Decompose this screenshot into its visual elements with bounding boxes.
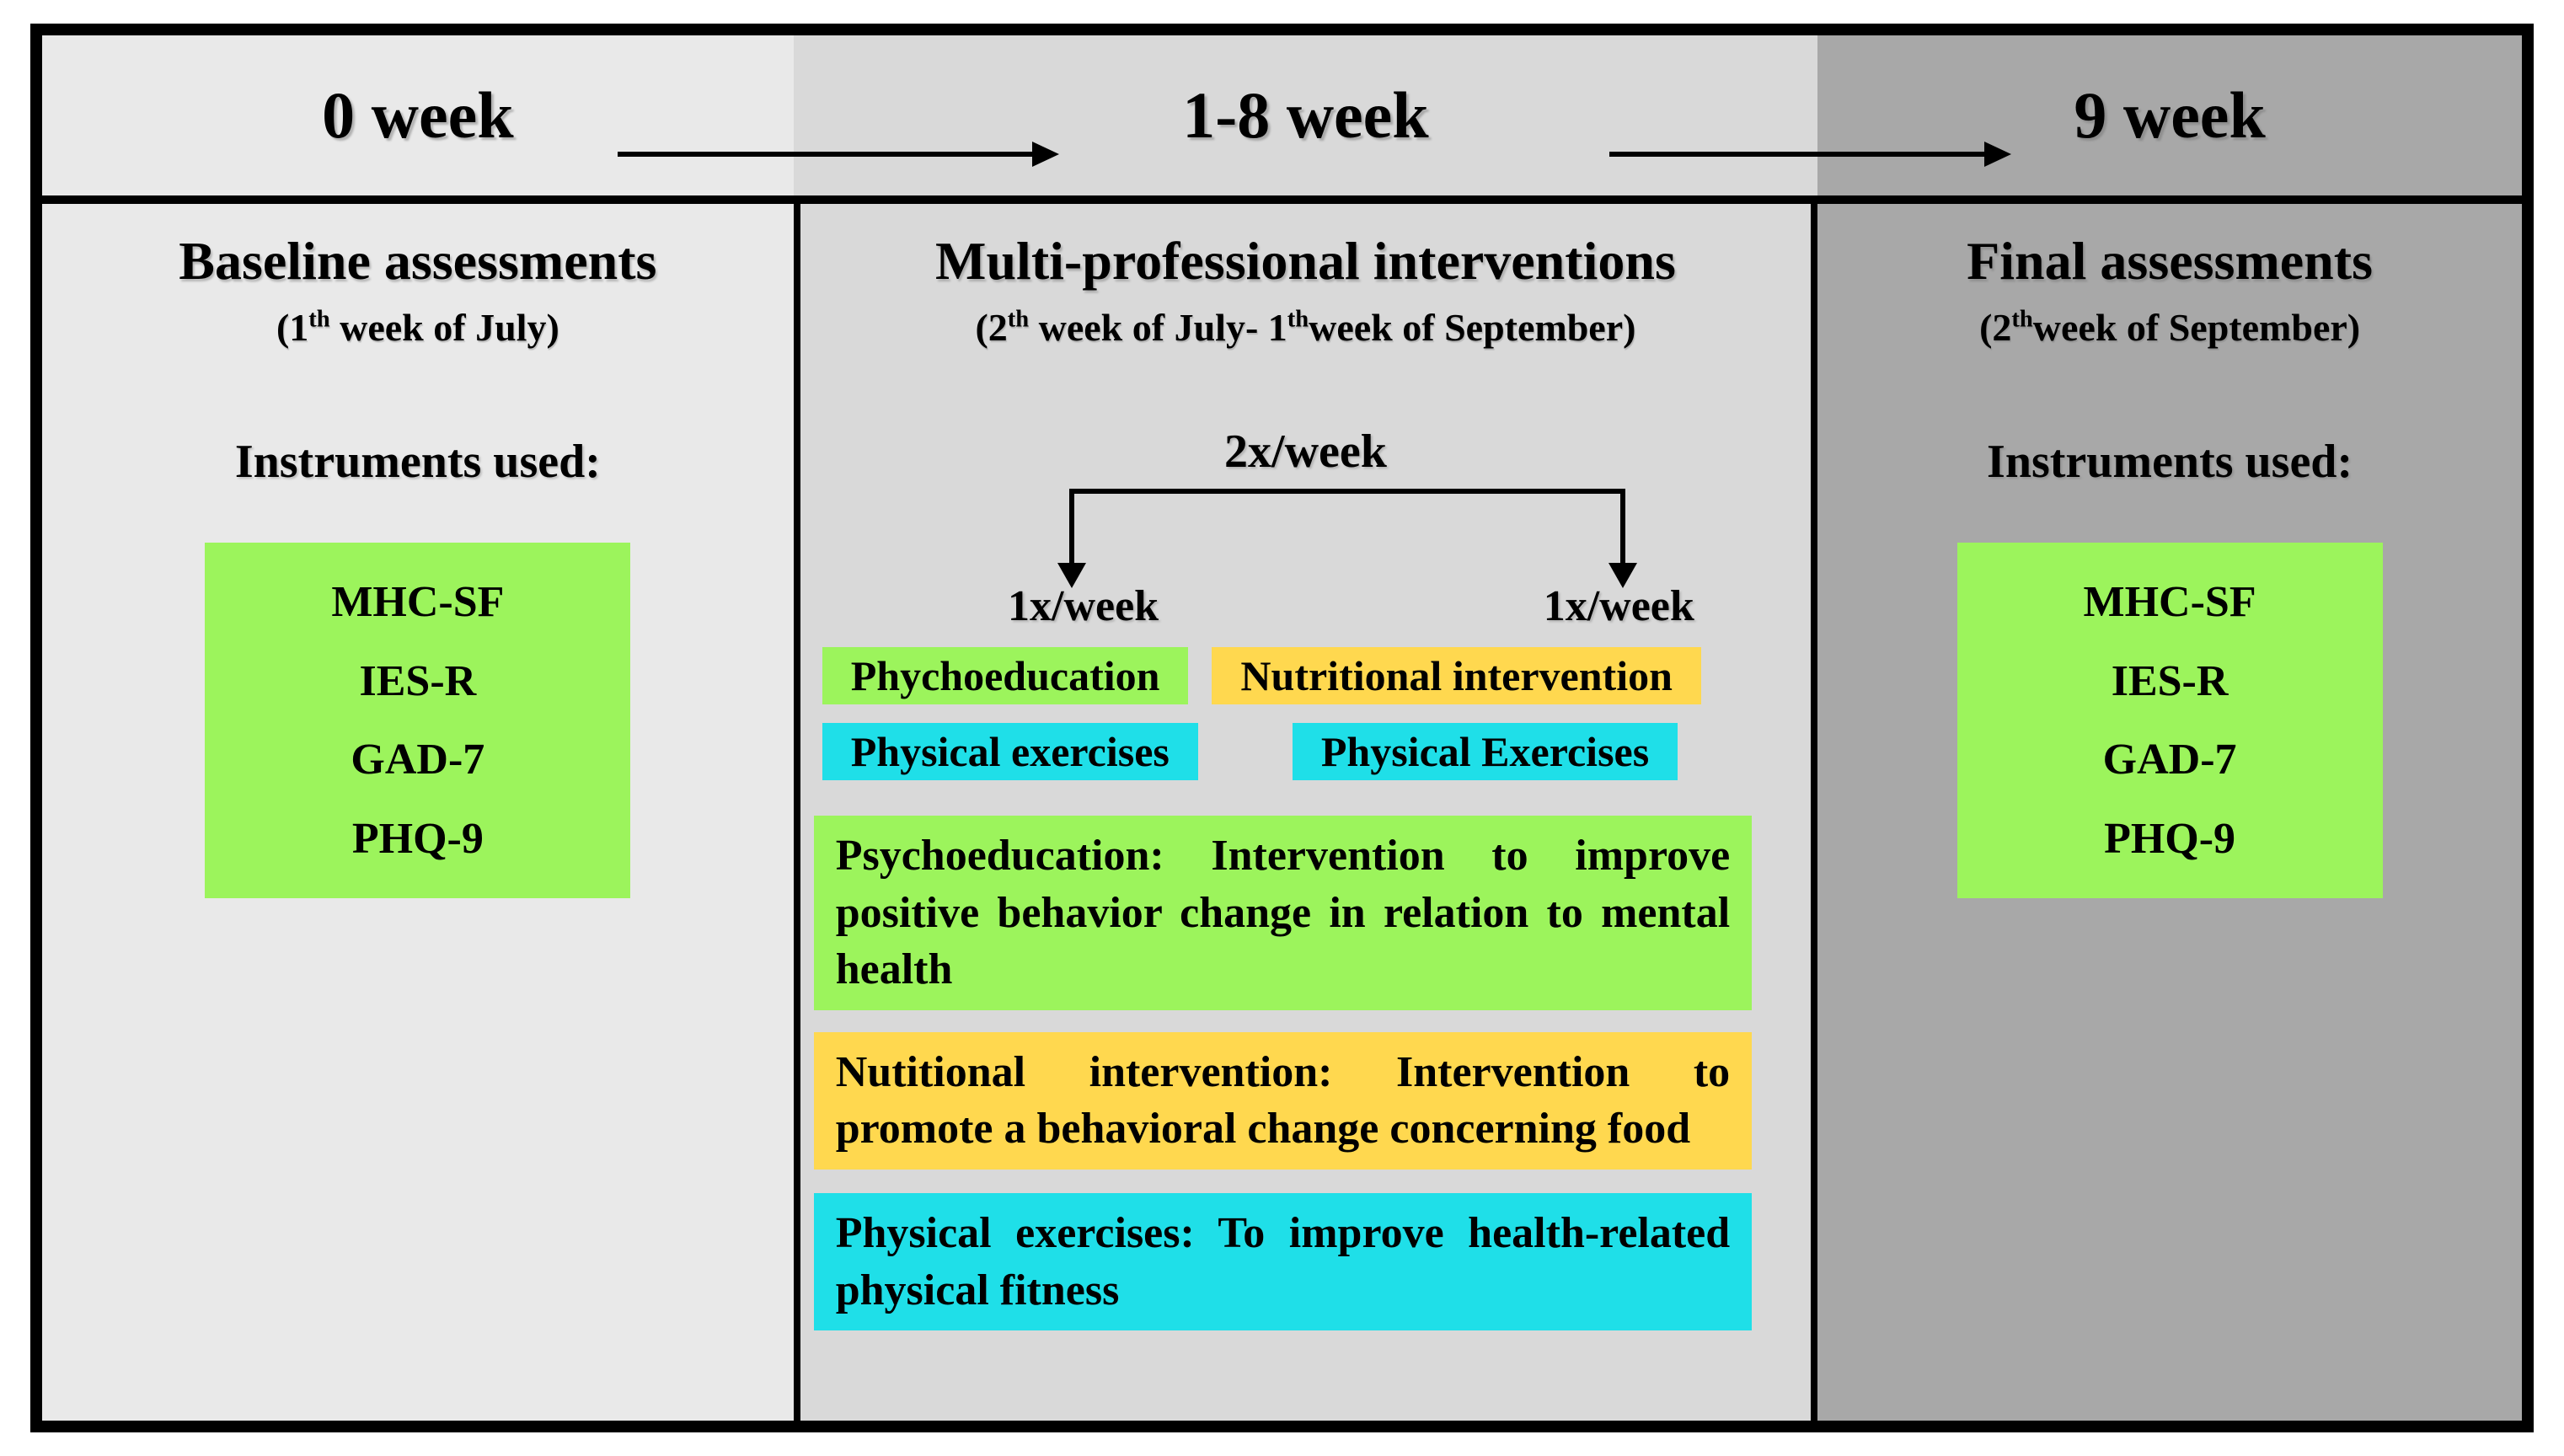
psychoeducation-chip: Phychoeducation — [822, 646, 1189, 704]
nutritional-description: Nutitional intervention: Intervention to… — [813, 1031, 1753, 1170]
frequency-2x-label: 2x/week — [1224, 425, 1387, 478]
nutritional-intervention-chip: Nutritional intervention — [1212, 646, 1701, 704]
physical-exercises-left-chip: Physical exercises — [822, 722, 1198, 780]
physical-exercises-right-chip: Physical Exercises — [1292, 722, 1678, 780]
physical-description: Physical exercises: To improve health-re… — [813, 1192, 1753, 1331]
frequency-1x-left-label: 1x/week — [1008, 581, 1159, 630]
instrument-item: IES-R — [2111, 656, 2229, 705]
frequency-1x-row: 1x/week 1x/week — [800, 581, 1811, 634]
intervention-chips-row-1: Phychoeducation Nutritional intervention — [800, 646, 1811, 704]
header-cell-week0: 0 week — [42, 35, 794, 195]
instrument-item: GAD-7 — [2102, 736, 2237, 784]
header-cell-week18: 1-8 week — [793, 35, 1818, 195]
week-1-8-label: 1-8 week — [1182, 78, 1429, 152]
baseline-instruments-label: Instruments used: — [234, 435, 601, 488]
final-instruments-box: MHC-SF IES-R GAD-7 PHQ-9 — [1956, 542, 2383, 899]
instrument-item: PHQ-9 — [2104, 814, 2236, 863]
instrument-item: PHQ-9 — [351, 814, 484, 863]
diagram-frame: 0 week 1-8 week 9 week Baseline assessme… — [30, 24, 2534, 1432]
timeline-header-row: 0 week 1-8 week 9 week — [42, 35, 2522, 204]
final-column: Final assessments (2thweek of September)… — [1817, 204, 2522, 1421]
timeline-body-row: Baseline assessments (1th week of July) … — [42, 204, 2522, 1421]
intervention-chips-row-2: Physical exercises Physical Exercises — [800, 722, 1811, 780]
final-title: Final assessments — [1967, 231, 2373, 291]
baseline-title: Baseline assessments — [179, 231, 657, 291]
header-cell-week9: 9 week — [1817, 35, 2522, 195]
right-arrow-icon — [1609, 152, 1987, 157]
frequency-1x-right-label: 1x/week — [1543, 581, 1694, 630]
baseline-date: (1th week of July) — [276, 305, 559, 349]
interventions-column: Multi-professional interventions (2th we… — [793, 204, 1818, 1421]
instrument-item: IES-R — [359, 656, 477, 705]
instrument-item: MHC-SF — [2083, 577, 2256, 626]
interventions-date: (2th week of July- 1thweek of September) — [975, 305, 1636, 349]
right-arrow-icon — [617, 152, 1035, 157]
baseline-instruments-box: MHC-SF IES-R GAD-7 PHQ-9 — [205, 542, 631, 899]
instrument-item: GAD-7 — [351, 736, 485, 784]
split-bracket-arrows-icon — [1057, 488, 1638, 588]
final-instruments-label: Instruments used: — [1987, 435, 2353, 488]
instrument-item: MHC-SF — [331, 577, 505, 626]
psychoeducation-description: Psychoeducation: Intervention to improve… — [813, 815, 1753, 1010]
week-9-label: 9 week — [2074, 78, 2266, 152]
final-date: (2thweek of September) — [1979, 305, 2361, 349]
week-0-label: 0 week — [322, 78, 514, 152]
interventions-title: Multi-professional interventions — [935, 231, 1676, 291]
baseline-column: Baseline assessments (1th week of July) … — [42, 204, 794, 1421]
